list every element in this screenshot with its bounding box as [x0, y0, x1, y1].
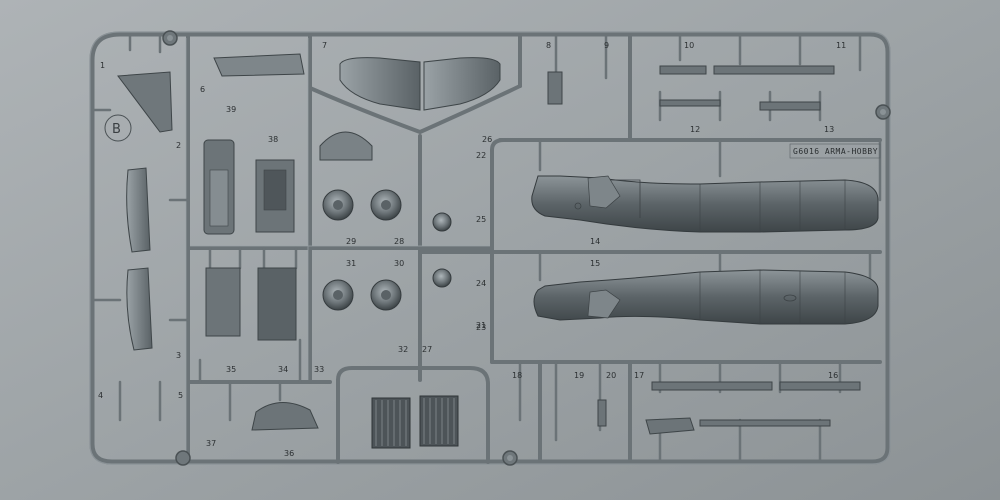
part-number: 31 [346, 259, 356, 268]
part-number: 36 [284, 449, 294, 458]
part-number: 12 [690, 125, 700, 134]
part-number: 35 [226, 365, 236, 374]
small-parts-right [547, 65, 861, 435]
part-number: 24 [476, 279, 486, 288]
cockpit-parts [203, 131, 373, 341]
part-number: 22 [476, 151, 486, 160]
part-number: 16 [828, 371, 838, 380]
part-number: 7 [322, 41, 327, 50]
part-number: 5 [178, 391, 183, 400]
part-number: 32 [398, 345, 408, 354]
part-number: 9 [604, 41, 609, 50]
part-number: 1 [100, 61, 105, 70]
part-number: 28 [394, 237, 404, 246]
part-number: 3 [176, 351, 181, 360]
radiator-grilles [251, 395, 459, 449]
part-number: 30 [394, 259, 404, 268]
sprue-letter-ring [104, 114, 132, 142]
part-number: 33 [314, 365, 324, 374]
part-number: 4 [98, 391, 103, 400]
sprue-ejector-bosses [162, 30, 891, 466]
part-number: 38 [268, 135, 278, 144]
code-label-plate [789, 143, 881, 159]
part-number: 25 [476, 215, 486, 224]
part-number: 11 [836, 41, 846, 50]
sprue-outer-frame [89, 31, 891, 465]
part-number: 18 [512, 371, 522, 380]
rudder-parts [117, 71, 173, 351]
part-number: 6 [200, 85, 205, 94]
fuselage-left-half [531, 175, 879, 233]
main-wheels [322, 189, 452, 311]
tailplane-pair [213, 53, 501, 111]
part-number: 37 [206, 439, 216, 448]
part-number: 27 [422, 345, 432, 354]
part-numbers: 1 2 3 4 5 6 7 8 9 10 11 12 13 14 15 16 1… [98, 41, 846, 458]
part-number: 19 [574, 371, 584, 380]
part-number: 15 [590, 259, 600, 268]
part-number: 21 [476, 321, 486, 330]
part-number: 13 [824, 125, 834, 134]
part-number: 20 [606, 371, 616, 380]
part-number: 14 [590, 237, 600, 246]
part-number: 17 [634, 371, 644, 380]
part-number: 39 [226, 105, 236, 114]
sprue-code-label: G6016 ARMA-HOBBY [793, 147, 878, 156]
part-number: 10 [684, 41, 694, 50]
part-number: 23 [476, 323, 486, 332]
part-number: 34 [278, 365, 288, 374]
sprue-letter: B [112, 122, 121, 137]
part-number: 26 [482, 135, 492, 144]
part-number: 2 [176, 141, 181, 150]
part-number: 8 [546, 41, 551, 50]
fuselage-right-half [533, 269, 879, 325]
part-number: 29 [346, 237, 356, 246]
